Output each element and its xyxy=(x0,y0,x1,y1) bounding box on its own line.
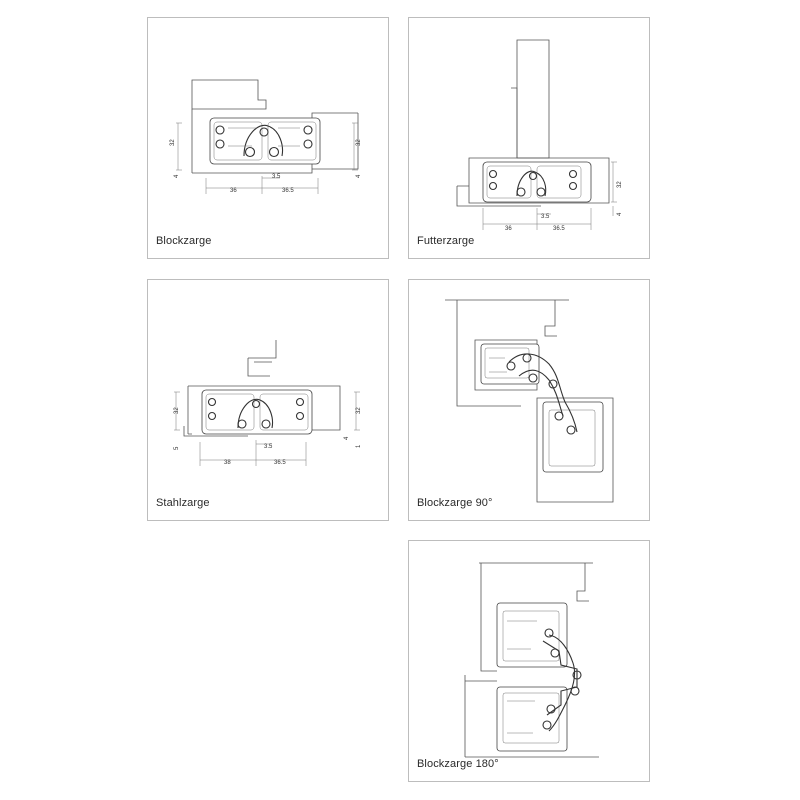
panel-futterzarge: 32 4 3.5 36 36.5 Futterzarge xyxy=(408,17,650,259)
futterzarge-dim-left: 36 xyxy=(505,226,512,232)
futterzarge-dim-4: 4 xyxy=(617,212,623,216)
stahlzarge-dim-right: 36.5 xyxy=(274,460,286,466)
blockzarge-dim-4a: 4 xyxy=(174,174,180,178)
blockzarge-diagram: 32 32 4 4 3.5 36 36.5 xyxy=(170,79,362,194)
futterzarge-dim-h: 32 xyxy=(617,181,623,188)
blockzarge-dim-left: 36 xyxy=(230,188,237,194)
blockzarge-90-diagram xyxy=(445,299,614,503)
blockzarge-dim-h1: 32 xyxy=(170,139,176,146)
panel-blockzarge-90: Blockzarge 90° xyxy=(408,279,650,521)
stahlzarge-dim-4: 4 xyxy=(344,436,350,440)
stahlzarge-dim-5: 5 xyxy=(174,446,180,450)
panel-blockzarge-180: Blockzarge 180° xyxy=(408,540,650,782)
futterzarge-dim-right: 36.5 xyxy=(553,226,565,232)
blockzarge-dim-right: 36.5 xyxy=(282,188,294,194)
stahlzarge-dim-h2: 32 xyxy=(356,407,362,414)
futterzarge-dim-gap: 3.5 xyxy=(541,214,550,220)
blockzarge-180-diagram xyxy=(464,562,599,758)
blockzarge-dim-4b: 4 xyxy=(356,174,362,178)
caption-futterzarge: Futterzarge xyxy=(417,235,475,247)
caption-blockzarge: Blockzarge xyxy=(156,235,212,247)
blockzarge-dim-h2: 32 xyxy=(356,139,362,146)
stahlzarge-diagram: 32 32 5 4 1 3.5 38 36.5 xyxy=(174,340,362,466)
caption-stahlzarge: Stahlzarge xyxy=(156,497,210,509)
stahlzarge-dim-left: 38 xyxy=(224,460,231,466)
stahlzarge-dim-h1: 32 xyxy=(174,407,180,414)
stahlzarge-dim-gap: 3.5 xyxy=(264,444,273,450)
blockzarge-dim-gap: 3.5 xyxy=(272,174,281,180)
panel-blockzarge: 32 32 4 4 3.5 36 36.5 Blockzarge xyxy=(147,17,389,259)
stahlzarge-dim-1: 1 xyxy=(356,444,362,448)
panel-stahlzarge: 32 32 5 4 1 3.5 38 36.5 Stahlzarge xyxy=(147,279,389,521)
caption-blockzarge-90: Blockzarge 90° xyxy=(417,497,493,509)
futterzarge-diagram: 32 4 3.5 36 36.5 xyxy=(456,39,623,232)
caption-blockzarge-180: Blockzarge 180° xyxy=(417,758,499,770)
